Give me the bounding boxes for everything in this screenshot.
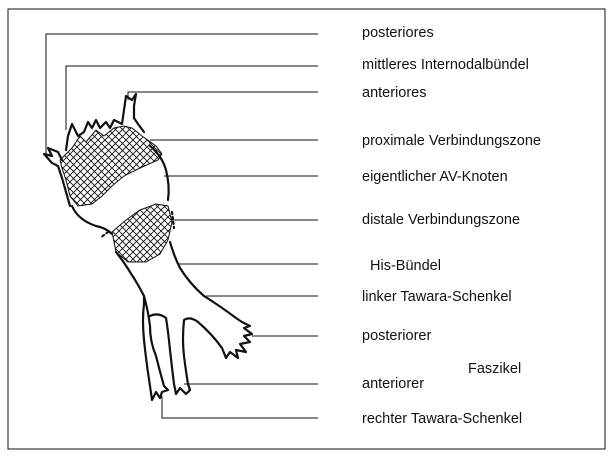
label-his: His-Bündel	[370, 258, 441, 274]
his-bundle-right-edge	[170, 242, 204, 296]
figure-border	[8, 9, 605, 449]
leader-rechter	[162, 396, 318, 418]
distal-connection-zone	[112, 204, 172, 262]
label-column: posteriores mittleres Internodalbündel a…	[362, 25, 541, 427]
label-anteriorer: anteriorer	[362, 376, 424, 392]
anterior-fascicle	[166, 318, 190, 394]
label-posteriores: posteriores	[362, 25, 434, 41]
label-posteriorer: posteriorer	[362, 328, 431, 344]
right-bundle-branch	[143, 296, 168, 400]
proximal-connection-zone	[60, 126, 162, 206]
label-proximale: proximale Verbindungszone	[362, 133, 541, 149]
left-bundle-upper-edge	[204, 296, 252, 336]
av-node-left-edge	[72, 206, 112, 234]
label-faszikel: Faszikel	[468, 361, 521, 377]
leader-anteriores	[128, 92, 318, 100]
leader-lines	[46, 34, 318, 418]
label-rechter: rechter Tawara-Schenkel	[362, 411, 522, 427]
label-distale: distale Verbindungszone	[362, 212, 520, 228]
inner-fascicle-edge	[150, 314, 166, 318]
label-anteriores: anteriores	[362, 85, 426, 101]
label-eigentlicher: eigentlicher AV-Knoten	[362, 169, 508, 185]
label-linker: linker Tawara-Schenkel	[362, 289, 512, 305]
leader-mittleres	[66, 66, 318, 130]
leader-posteriores	[46, 34, 318, 156]
label-mittleres: mittleres Internodalbündel	[362, 57, 529, 73]
left-bundle-lower-edge	[183, 318, 250, 390]
